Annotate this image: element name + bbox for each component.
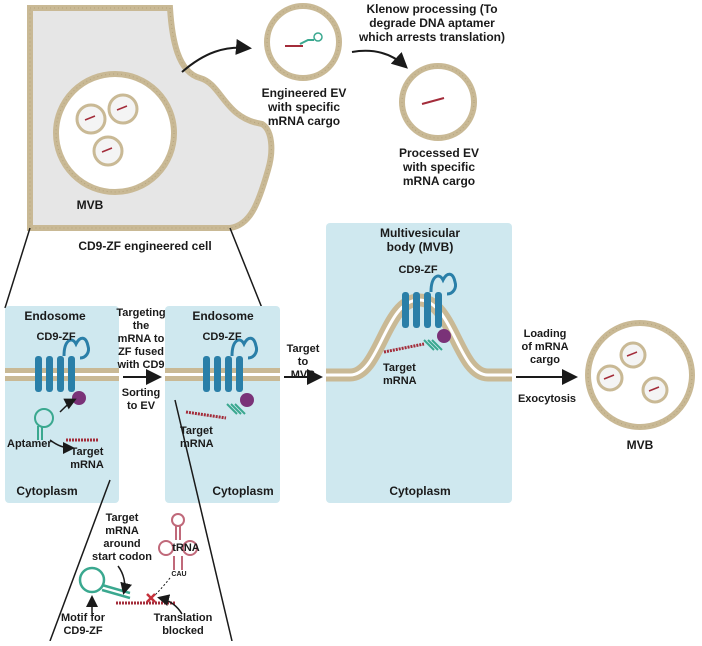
zoom-line-right — [229, 227, 263, 309]
mvb-right — [585, 320, 695, 430]
arrow1-label-bottom: Sorting to EV — [121, 387, 161, 412]
panel3-protein: CD9-ZF — [398, 264, 438, 276]
arrow-klenow — [351, 49, 408, 69]
cd9-zf-protein-2 — [185, 336, 258, 420]
panel3-title: Multivesicular body (MVB) — [379, 226, 461, 254]
detail-trna-label: tRNA — [172, 542, 200, 554]
panel2-title: Endosome — [192, 309, 254, 323]
panel2-protein: CD9-ZF — [202, 331, 242, 343]
processed-ev — [399, 63, 477, 141]
engineered-ev — [264, 3, 342, 81]
arrow-cell-to-ev — [181, 38, 252, 73]
panel1-aptamer: Aptamer — [7, 438, 52, 450]
processed-ev-label: Processed EV with specific mRNA cargo — [398, 146, 480, 188]
panel3-target: Target mRNA — [383, 362, 417, 387]
cell-label: CD9-ZF engineered cell — [78, 239, 212, 253]
detail-target-label: Target mRNA around start codon — [92, 512, 152, 563]
klenow-label: Klenow processing (To degrade DNA aptame… — [358, 2, 506, 44]
aptamer-1 — [34, 398, 98, 454]
zoom-line-detail-right — [174, 399, 233, 642]
cd9-zf-protein-1 — [35, 336, 90, 405]
detail-motif — [78, 565, 176, 614]
panel3-cytoplasm: Cytoplasm — [389, 484, 451, 498]
mvb-in-cell — [53, 71, 177, 195]
detail-motif-label: Motif for CD9-ZF — [61, 612, 105, 637]
engineered-ev-label: Engineered EV with specific mRNA cargo — [261, 86, 347, 128]
panel-mvb — [326, 223, 512, 503]
membrane-2 — [165, 368, 280, 381]
panel1-protein: CD9-ZF — [36, 331, 76, 343]
panel-endosome-1 — [5, 306, 119, 503]
detail-blocked-label: Translation blocked — [153, 612, 213, 637]
cd9-zf-protein-3 — [383, 272, 457, 354]
detail-anticodon: CAU — [171, 571, 187, 578]
arrow3-label-bottom: Exocytosis — [517, 393, 577, 405]
arrow1-label-top: Targeting the mRNA to ZF fused with CD9 — [116, 307, 166, 371]
panel-endosome-2 — [165, 306, 280, 503]
mvb-label-cell: MVB — [76, 198, 104, 212]
panel1-title: Endosome — [24, 309, 86, 323]
zoom-line-detail-left — [49, 479, 111, 642]
arrow3-label-top: Loading of mRNA cargo — [521, 328, 569, 366]
zoom-line-left — [4, 227, 31, 309]
panel1-target: Target mRNA — [70, 446, 104, 471]
mvb-right-label: MVB — [626, 438, 654, 452]
panel1-cytoplasm: Cytoplasm — [16, 484, 78, 498]
panel2-cytoplasm: Cytoplasm — [212, 484, 274, 498]
arrow2-label: Target to MVB — [286, 343, 320, 381]
panel2-target: Target mRNA — [180, 425, 214, 450]
detail-trna — [146, 513, 198, 615]
